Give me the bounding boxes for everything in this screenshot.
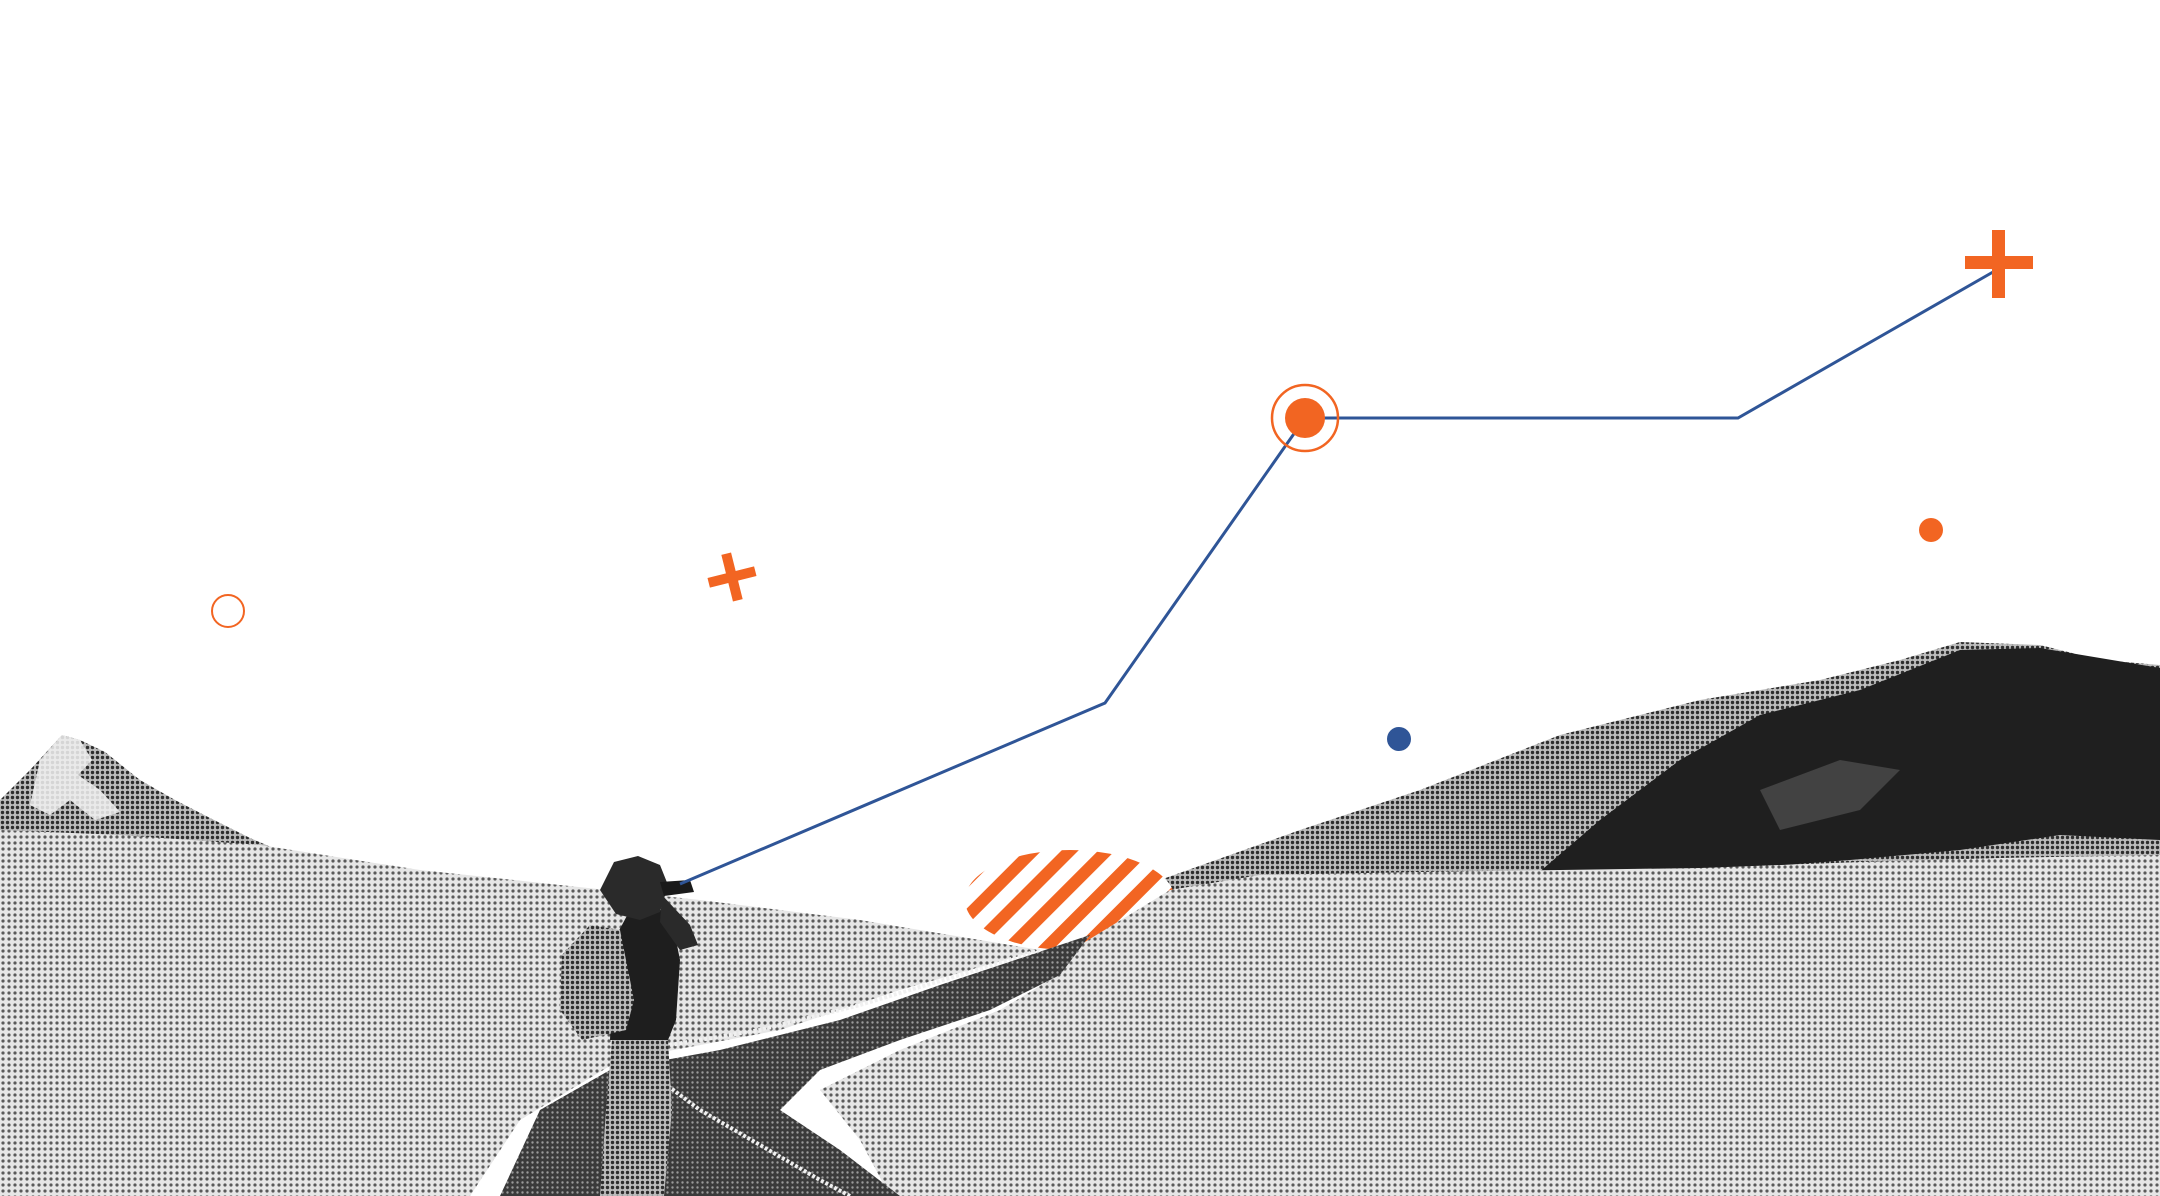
target-icon <box>1270 383 1340 453</box>
ring-icon <box>211 594 245 628</box>
field-left <box>0 830 1040 1196</box>
plus-icon <box>1965 230 2033 298</box>
plus-icon-tilted <box>707 552 757 602</box>
person-silhouette <box>560 856 698 1196</box>
dot-icon-orange <box>1919 518 1943 542</box>
dot-icon-blue <box>1387 727 1411 751</box>
right-mountain <box>1160 642 2160 900</box>
field-right <box>820 855 2160 1196</box>
